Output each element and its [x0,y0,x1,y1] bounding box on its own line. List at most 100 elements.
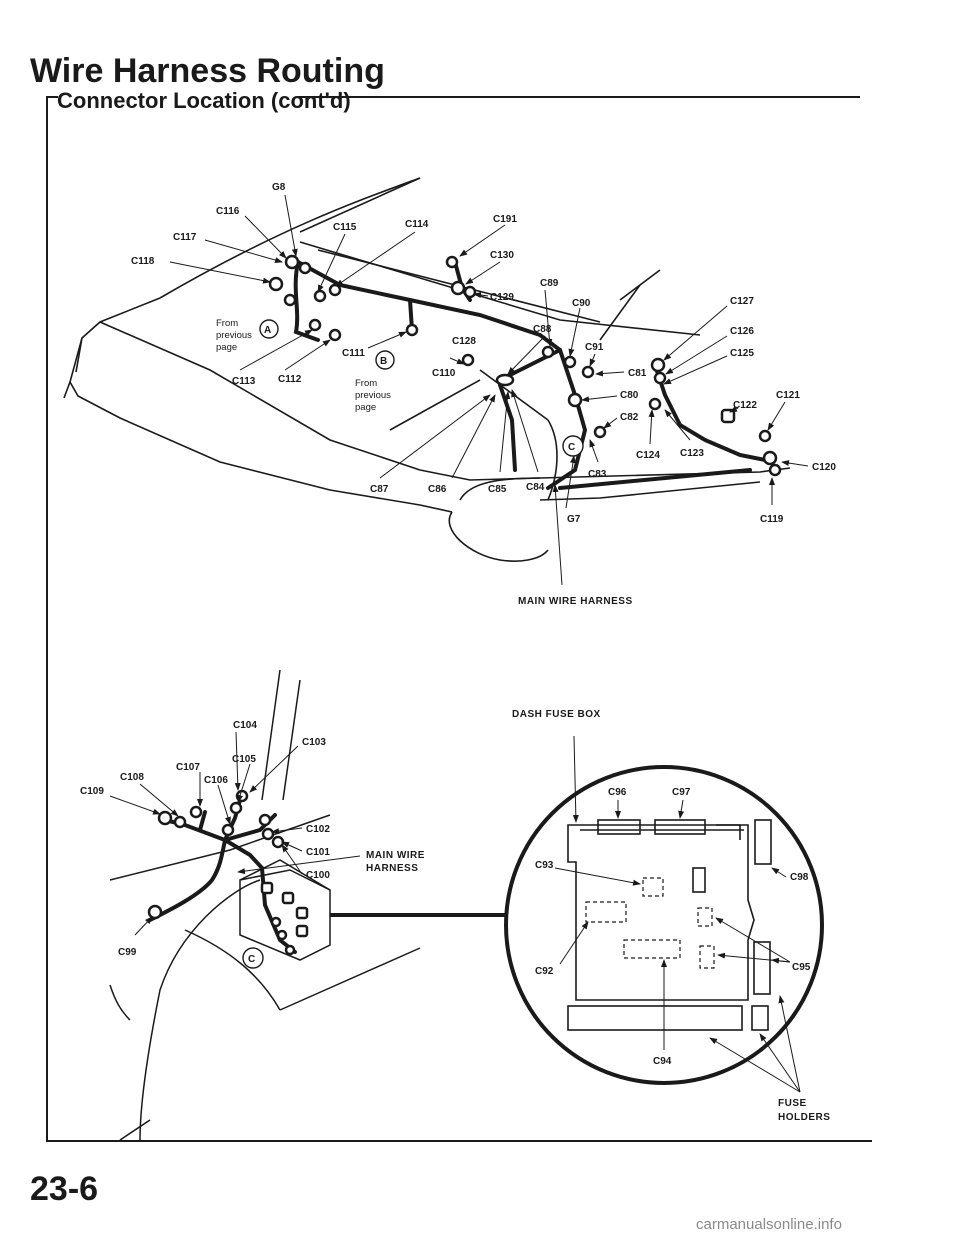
fuse-holders-line2: HOLDERS [778,1112,830,1123]
frame-corner [46,96,58,98]
main-wire-harness-callout: MAIN WIRE HARNESS [518,596,633,607]
page-title: Wire Harness Routing [30,52,385,90]
label-c103: C103 [302,737,326,748]
label-c97: C97 [672,787,691,798]
ref-marker-b [375,350,395,370]
section-subtitle: Connector Location (cont'd) [57,88,351,113]
label-c94: C94 [653,1056,672,1067]
lower-ref-marker-c-label: C [248,954,255,965]
upper-ref-markers [259,319,584,457]
from-prev-1-line1: From [216,318,238,329]
label-c91: C91 [585,342,604,353]
label-c121: C121 [776,390,800,401]
label-c89: C89 [540,278,559,289]
label-c87: C87 [370,484,389,495]
label-c81: C81 [628,368,647,379]
label-c117: C117 [173,232,197,243]
label-c128: C128 [452,336,476,347]
label-c112: C112 [278,374,302,385]
fuse-box-leaders [554,735,801,1093]
label-c108: C108 [120,772,144,783]
lower-left-labels: C104 C103 C105 C107 C108 C106 C109 C102 … [80,720,425,958]
fuse-box-body [567,819,772,1031]
frame-left-rule [46,96,48,1142]
label-c115: C115 [333,222,357,233]
from-previous-notes: From previous page From previous page [216,318,391,413]
label-c86: C86 [428,484,447,495]
label-c126: C126 [730,326,754,337]
label-c92: C92 [535,966,554,977]
from-prev-2-line3: page [355,402,376,413]
label-c96: C96 [608,787,627,798]
fuse-holder-bottom [567,1005,743,1031]
label-c107: C107 [176,762,200,773]
upper-connectors [268,254,782,477]
from-prev-2-line2: previous [355,390,391,401]
label-c119: C119 [760,514,784,525]
label-c110: C110 [432,368,456,379]
label-c93: C93 [535,860,554,871]
fuse-box-magnifier [504,765,824,1085]
label-c111: C111 [342,348,365,359]
lower-harness-callout-line1: MAIN WIRE [366,850,425,861]
fuse-box-dashed [585,877,715,969]
label-c84: C84 [526,482,545,493]
label-c123: C123 [680,448,704,459]
label-c88: C88 [533,324,552,335]
label-c104: C104 [233,720,257,731]
frame-bottom-rule [46,1140,872,1142]
lower-ref-marker-c [242,947,264,969]
label-c80: C80 [620,390,639,401]
label-c113: C113 [232,376,256,387]
label-c130: C130 [490,250,514,261]
car-body-outline [63,177,791,562]
label-c95: C95 [792,962,811,973]
lower-left-connectors [147,789,309,956]
fuse-box-labels: C96 C97 C93 C98 C92 C95 C94 FUSE HOLDERS [535,787,830,1123]
label-c129: C129 [490,292,514,303]
from-prev-2-line1: From [355,378,377,389]
label-c100: C100 [306,870,330,881]
label-c101: C101 [306,847,330,858]
fuse-holders-line1: FUSE [778,1098,807,1109]
lower-left-harness [148,798,297,954]
label-g8: G8 [272,182,286,193]
label-c105: C105 [232,754,256,765]
ref-marker-a [259,319,279,339]
label-c127: C127 [730,296,754,307]
label-c118: C118 [131,256,155,267]
label-c106: C106 [204,775,228,786]
from-prev-1-line2: previous [216,330,252,341]
label-c122: C122 [733,400,757,411]
lower-left-leaders [109,731,361,936]
fuse-holder-right-lower [753,941,771,995]
lower-harness-callout-line2: HARNESS [366,863,418,874]
label-c98: C98 [790,872,809,883]
label-c116: C116 [216,206,240,217]
label-c109: C109 [80,786,104,797]
label-g7: G7 [567,514,581,525]
label-c191: C191 [493,214,517,225]
ref-marker-b-label: B [380,356,387,367]
label-c120: C120 [812,462,836,473]
upper-leaders [169,194,809,586]
ref-marker-c-label: C [568,442,575,453]
fuse-holder-right [754,819,772,865]
page-number: 23-6 [30,1170,99,1208]
label-c124: C124 [636,450,660,461]
lower-left-body [109,669,421,1141]
label-c85: C85 [488,484,507,495]
from-prev-1-line3: page [216,342,237,353]
ref-marker-a-label: A [264,325,271,336]
label-c83: C83 [588,469,607,480]
header-rule [298,96,860,98]
watermark-text: carmanualsonline.info [696,1216,842,1233]
upper-connector-labels: G8 C116 C117 C118 C115 C114 C191 C130 C1… [131,182,836,525]
label-c90: C90 [572,298,591,309]
label-c125: C125 [730,348,754,359]
fuse-box-title: DASH FUSE BOX [512,709,601,720]
label-c114: C114 [405,219,429,230]
label-c82: C82 [620,412,639,423]
fuse-holder-bottom-right [751,1005,769,1031]
